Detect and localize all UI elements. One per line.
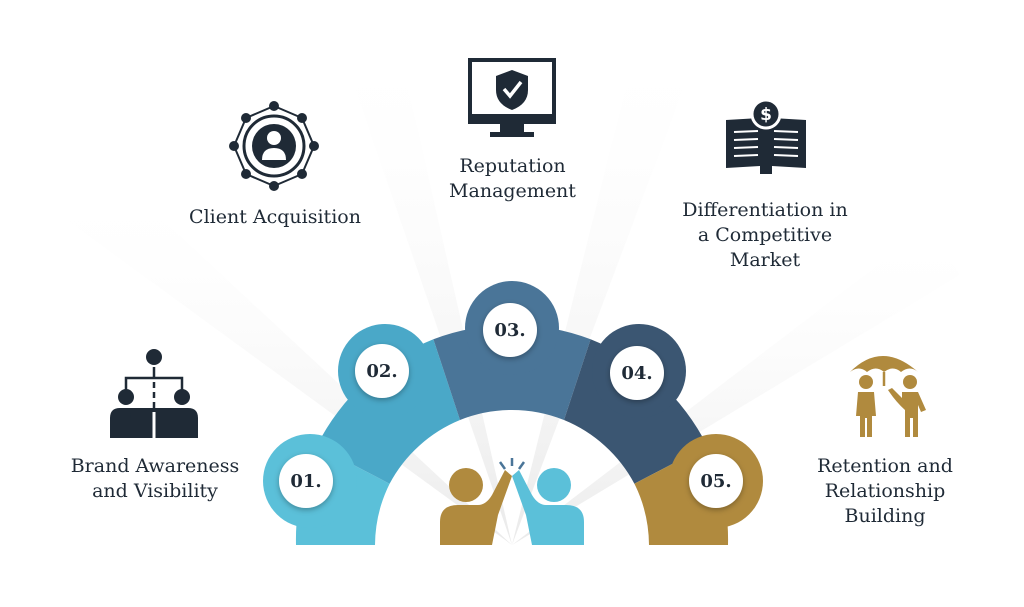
step-label-reputation-management: Reputation Management xyxy=(449,155,576,202)
ledger-dollar-icon: $ xyxy=(726,98,806,174)
step-label-retention: Retention and Relationship Building xyxy=(817,455,953,527)
svg-text:$: $ xyxy=(760,105,772,125)
step-number-4: 04. xyxy=(621,363,652,384)
step-label-differentiation: Differentiation in a Competitive Market xyxy=(682,199,848,271)
step-number-1: 01. xyxy=(290,471,321,492)
step-number-2: 02. xyxy=(366,361,397,382)
umbrella-people-icon xyxy=(850,356,926,437)
network-person-icon xyxy=(229,101,319,191)
step-label-brand-awareness: Brand Awareness and Visibility xyxy=(70,455,240,502)
hierarchy-people-icon xyxy=(110,349,198,438)
number-badges: 01. 02. 03. 04. 05. xyxy=(279,303,743,508)
high-five-icon xyxy=(440,458,584,545)
step-number-3: 03. xyxy=(494,320,525,341)
step-number-5: 05. xyxy=(700,471,731,492)
monitor-shield-icon xyxy=(468,58,556,137)
step-label-client-acquisition: Client Acquisition xyxy=(189,206,361,228)
